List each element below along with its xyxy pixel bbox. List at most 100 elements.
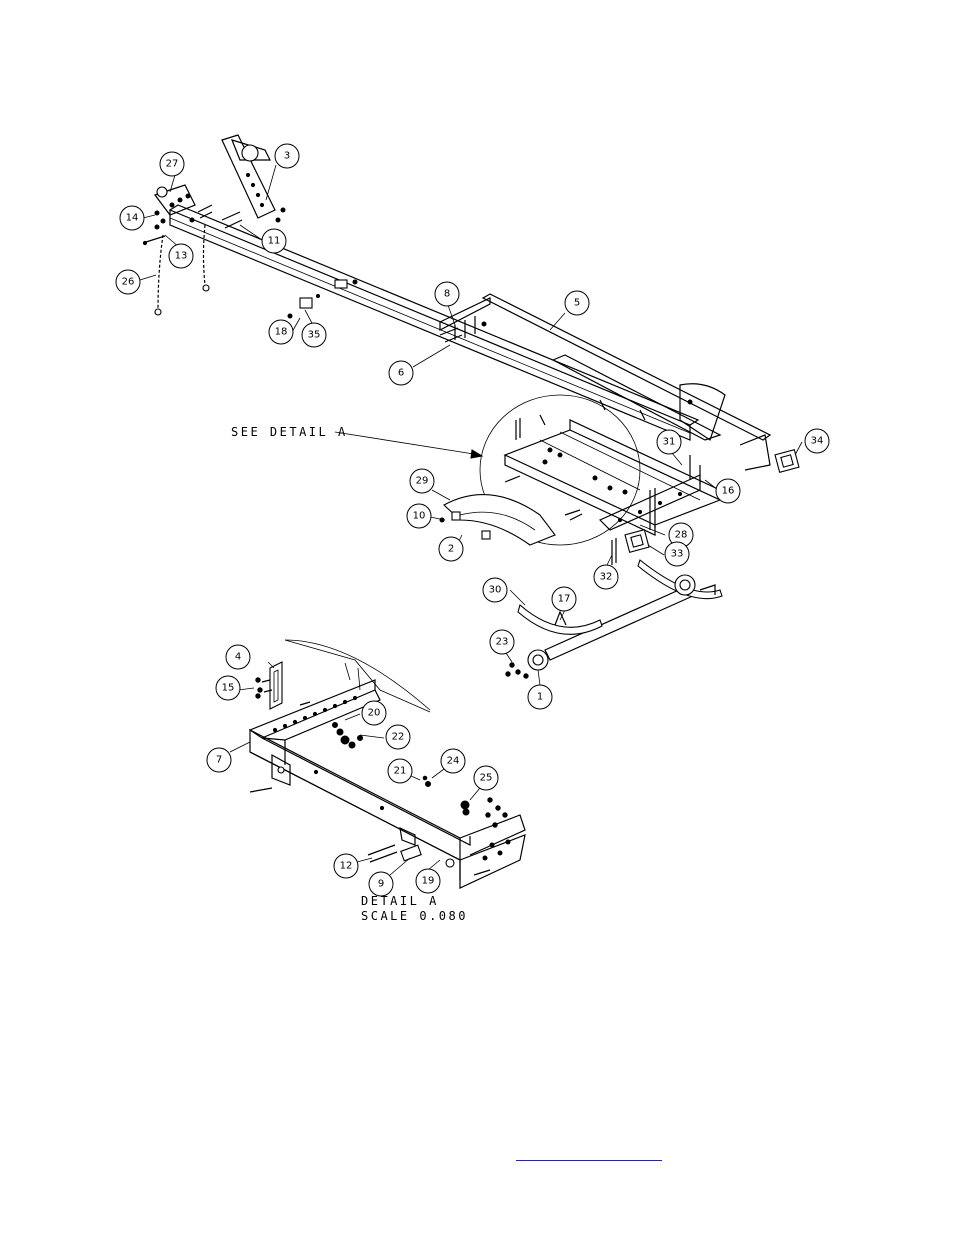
callout-label: 21 xyxy=(394,766,407,777)
callout-31: 31 xyxy=(656,429,682,455)
callout-10: 10 xyxy=(406,503,432,529)
callout-circle xyxy=(225,644,251,670)
callout-circle xyxy=(385,724,411,750)
callout-circle xyxy=(664,541,690,567)
callout-9: 9 xyxy=(368,871,394,897)
callout-label: 29 xyxy=(416,476,429,487)
callout-label: 31 xyxy=(663,437,676,448)
callout-label: 4 xyxy=(235,652,241,663)
callout-22: 22 xyxy=(385,724,411,750)
callout-20: 20 xyxy=(361,700,387,726)
callout-label: 26 xyxy=(122,277,135,288)
callout-circle xyxy=(434,281,460,307)
callout-circle xyxy=(274,143,300,169)
tongue-beam xyxy=(169,204,700,441)
hitch-pins xyxy=(142,235,166,246)
callout-11: 11 xyxy=(261,228,287,254)
callout-circle xyxy=(388,360,414,386)
callout-4: 4 xyxy=(225,644,251,670)
callout-label: 13 xyxy=(175,251,188,262)
callout-7: 7 xyxy=(206,747,232,773)
callout-24: 24 xyxy=(440,748,466,774)
callout-label: 34 xyxy=(811,436,824,447)
part-callouts: 1234567891011121314151617181920212223242… xyxy=(115,143,830,897)
callout-label: 27 xyxy=(166,159,179,170)
callout-2: 2 xyxy=(438,536,464,562)
detail-a-assembly xyxy=(248,639,526,889)
detail-scale: SCALE 0.080 xyxy=(361,909,468,923)
callout-25: 25 xyxy=(473,765,499,791)
callout-label: 32 xyxy=(600,572,613,583)
callout-circle xyxy=(406,503,432,529)
callout-30: 30 xyxy=(482,577,508,603)
callout-label: 19 xyxy=(422,876,435,887)
callout-13: 13 xyxy=(168,243,194,269)
callout-34: 34 xyxy=(804,428,830,454)
callout-29: 29 xyxy=(409,468,435,494)
see-detail-note: SEE DETAIL A xyxy=(231,425,348,439)
callout-label: 10 xyxy=(413,511,426,522)
callout-circle xyxy=(215,675,241,701)
callout-circle xyxy=(361,700,387,726)
callout-circle xyxy=(409,468,435,494)
callout-35: 35 xyxy=(301,322,327,348)
callout-label: 2 xyxy=(448,544,454,555)
callout-18: 18 xyxy=(268,319,294,345)
detail-title: DETAIL A xyxy=(361,894,439,908)
callout-label: 35 xyxy=(308,330,321,341)
callout-21: 21 xyxy=(387,758,413,784)
callout-circle xyxy=(368,871,394,897)
callout-label: 16 xyxy=(722,486,735,497)
callout-8: 8 xyxy=(434,281,460,307)
fender xyxy=(439,494,556,546)
callout-label: 22 xyxy=(392,732,405,743)
callout-label: 23 xyxy=(496,637,509,648)
main-assembly xyxy=(142,134,800,679)
callout-circle xyxy=(440,748,466,774)
callout-circle xyxy=(715,478,741,504)
callout-label: 7 xyxy=(216,755,222,766)
callout-circle xyxy=(551,586,577,612)
callout-label: 30 xyxy=(489,585,502,596)
callout-circle xyxy=(473,765,499,791)
callout-label: 28 xyxy=(675,530,688,541)
callout-14: 14 xyxy=(119,205,145,231)
callout-label: 6 xyxy=(398,368,404,379)
callout-3: 3 xyxy=(274,143,300,169)
callout-circle xyxy=(119,205,145,231)
callout-label: 20 xyxy=(368,708,381,719)
callout-label: 3 xyxy=(284,151,290,162)
callout-label: 33 xyxy=(671,549,684,560)
callout-26: 26 xyxy=(115,269,141,295)
callout-1: 1 xyxy=(527,684,553,710)
callout-circle xyxy=(527,684,553,710)
callout-6: 6 xyxy=(388,360,414,386)
small-brackets xyxy=(287,279,358,319)
callout-circle xyxy=(301,322,327,348)
coupler xyxy=(154,184,213,230)
callout-circle xyxy=(268,319,294,345)
callout-circle xyxy=(333,853,359,879)
safety-chains xyxy=(154,224,210,316)
callout-label: 24 xyxy=(447,756,460,767)
callout-32: 32 xyxy=(593,564,619,590)
callout-label: 18 xyxy=(275,327,288,338)
tail-lights xyxy=(611,449,800,565)
callout-circle xyxy=(564,290,590,316)
footer-link[interactable] xyxy=(516,1146,662,1161)
callout-label: 8 xyxy=(444,289,450,300)
callout-circle xyxy=(438,536,464,562)
callout-circle xyxy=(482,577,508,603)
callout-circle xyxy=(261,228,287,254)
callout-label: 12 xyxy=(340,861,353,872)
callout-12: 12 xyxy=(333,853,359,879)
callout-label: 9 xyxy=(378,879,384,890)
callout-16: 16 xyxy=(715,478,741,504)
callout-15: 15 xyxy=(215,675,241,701)
callout-circle xyxy=(593,564,619,590)
callout-circle xyxy=(115,269,141,295)
callout-circle xyxy=(168,243,194,269)
callout-5: 5 xyxy=(564,290,590,316)
detail-a-circle xyxy=(479,394,641,546)
